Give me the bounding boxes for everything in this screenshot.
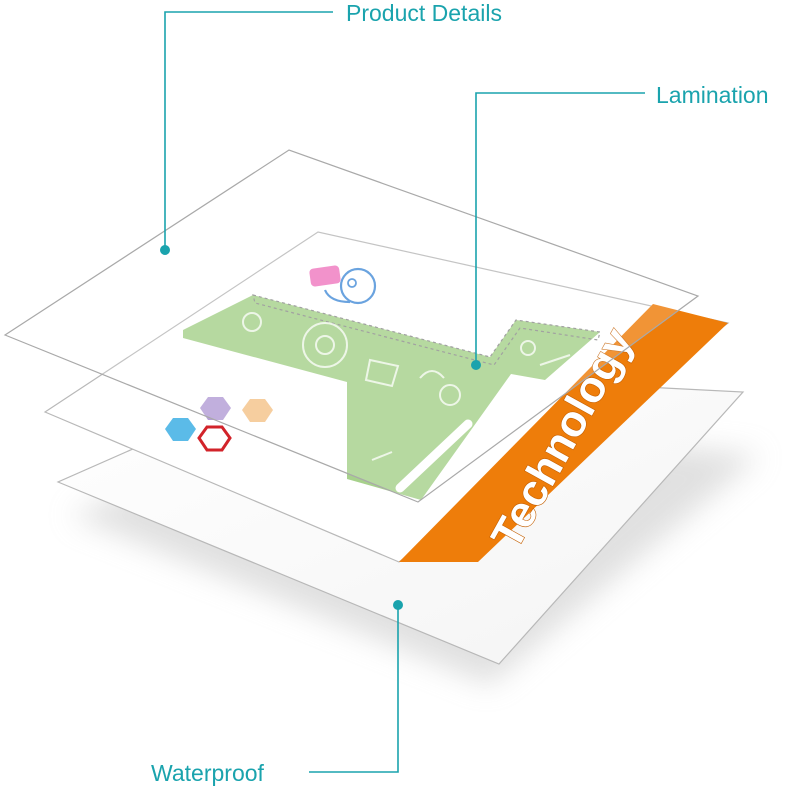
lamination-leader: [475, 92, 645, 365]
flask-icon: [309, 265, 377, 305]
lamination-sheet: [3, 149, 700, 503]
callout-leaders: [164, 11, 645, 773]
product-details-leader: [164, 11, 333, 250]
waterproof-label: Waterproof: [151, 760, 264, 786]
product-details-label: Product Details: [346, 0, 502, 26]
waterproof-leader: [309, 605, 399, 773]
lamination-label: Lamination: [656, 82, 769, 108]
product-details-dot: [160, 245, 170, 255]
technology-banner: [399, 304, 728, 562]
hexagon-cluster: [165, 397, 273, 452]
green-pattern-letter: [183, 294, 601, 500]
lamination-dot: [471, 360, 481, 370]
callout-dots: [160, 245, 481, 610]
waterproof-dot: [393, 600, 403, 610]
